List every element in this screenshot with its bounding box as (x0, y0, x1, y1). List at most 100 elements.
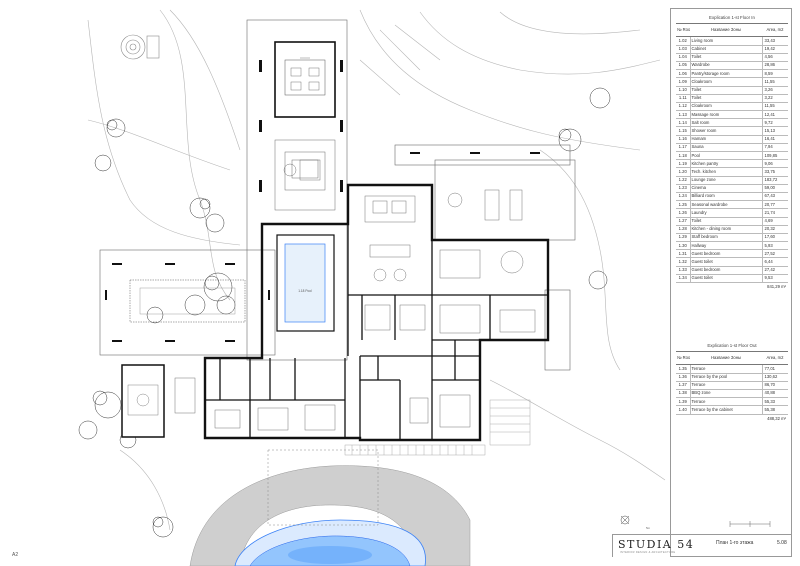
room-number: 1.11 (676, 94, 691, 103)
north-pavilion (274, 41, 336, 118)
room-area: 55,38 (761, 405, 788, 415)
room-name: Toilet (690, 94, 762, 103)
room-name: Toilet (690, 217, 762, 226)
columns (105, 60, 540, 342)
room-area: 3,26 (761, 86, 788, 95)
pool-label: 1.18 Pool (298, 289, 312, 293)
room-name: Laundry (690, 208, 762, 218)
explication-out-header: № Room Название Зоны Area, m2 (676, 351, 788, 366)
room-number: 1.06 (676, 69, 691, 79)
room-name: Pantry/storage room (690, 69, 762, 79)
room-number: 1.16 (676, 135, 691, 144)
room-number: 1.24 (676, 192, 691, 202)
room-name: Massage room (690, 110, 762, 120)
room-area: 59,00 (761, 184, 788, 193)
west-planter (129, 279, 246, 323)
room-number: 1.34 (676, 274, 691, 284)
explication-out-table: Explication 1-st Floor Out № Room Назван… (676, 342, 788, 421)
room-name: Lounge zone (690, 176, 762, 185)
sheet-number: 5.08 (777, 540, 787, 546)
room-number: 1.35 (676, 364, 691, 374)
room-area: 15,13 (761, 126, 788, 136)
room-number: 1.23 (676, 184, 691, 193)
room-area: 20,77 (761, 200, 788, 210)
room-name: Guest bedroom (690, 266, 762, 275)
studio-logo-subtitle: INTERIOR DESIGN & ARCHITECTURE (620, 551, 676, 554)
room-name: Salt room (690, 118, 762, 128)
room-number: 1.28 (676, 225, 691, 234)
room-area: 130,62 (761, 373, 788, 382)
col-number-header: № Room (676, 23, 690, 38)
room-name: Living room (690, 36, 762, 46)
title-block (612, 534, 792, 557)
room-number: 1.38 (676, 389, 691, 399)
room-name: Guest toilet (690, 274, 762, 284)
room-name: Pool (690, 151, 762, 161)
room-number: 1.14 (676, 118, 691, 128)
room-number: 1.39 (676, 397, 691, 407)
room-area: 17,60 (761, 233, 788, 243)
room-number: 1.13 (676, 110, 691, 120)
room-name: Sauna (690, 143, 762, 153)
front-steps (344, 444, 486, 456)
entrance-path (267, 449, 379, 526)
sheet-size: A2 (12, 552, 19, 558)
room-area: 20,32 (761, 225, 788, 234)
furniture (174, 159, 536, 431)
room-name: Hallway (690, 241, 762, 251)
room-number: 1.20 (676, 167, 691, 177)
interior-walls (205, 224, 548, 440)
room-area: 19,42 (761, 45, 788, 54)
explication-in-grid: № Room Название Зоны Area, m2 1.02Living… (676, 23, 788, 284)
room-number: 1.22 (676, 176, 691, 185)
scale-bar (729, 521, 771, 527)
room-name: Billiard room (690, 192, 762, 202)
room-number: 1.17 (676, 143, 691, 153)
room-area: 9,72 (761, 118, 788, 128)
room-name: Kitchen pantry (690, 159, 762, 169)
col-name-header: Название Зоны (690, 23, 762, 38)
room-number: 1.27 (676, 217, 691, 226)
room-area: 3,22 (761, 94, 788, 103)
room-area: 9,06 (761, 159, 788, 169)
room-area: 4,56 (761, 53, 788, 62)
room-area: 12,41 (761, 110, 788, 120)
room-area: 77,01 (761, 364, 788, 374)
room-number: 1.30 (676, 241, 691, 251)
sheet-title: План 1-го этажа (716, 540, 754, 546)
room-area: 67,43 (761, 192, 788, 202)
room-area: 11,55 (761, 102, 788, 112)
room-name: Wardrobe (690, 61, 762, 71)
room-name: Guest toilet (690, 257, 762, 267)
room-name: Cinema (690, 184, 762, 193)
room-number: 1.02 (676, 36, 691, 46)
room-area: 7,94 (761, 143, 788, 153)
room-name: Terrace (690, 381, 762, 390)
room-name: Tech. kitchen (690, 167, 762, 177)
room-name: BBQ zone (690, 389, 762, 399)
room-number: 1.36 (676, 373, 691, 382)
room-number: 1.04 (676, 53, 691, 62)
room-number: 1.33 (676, 266, 691, 275)
